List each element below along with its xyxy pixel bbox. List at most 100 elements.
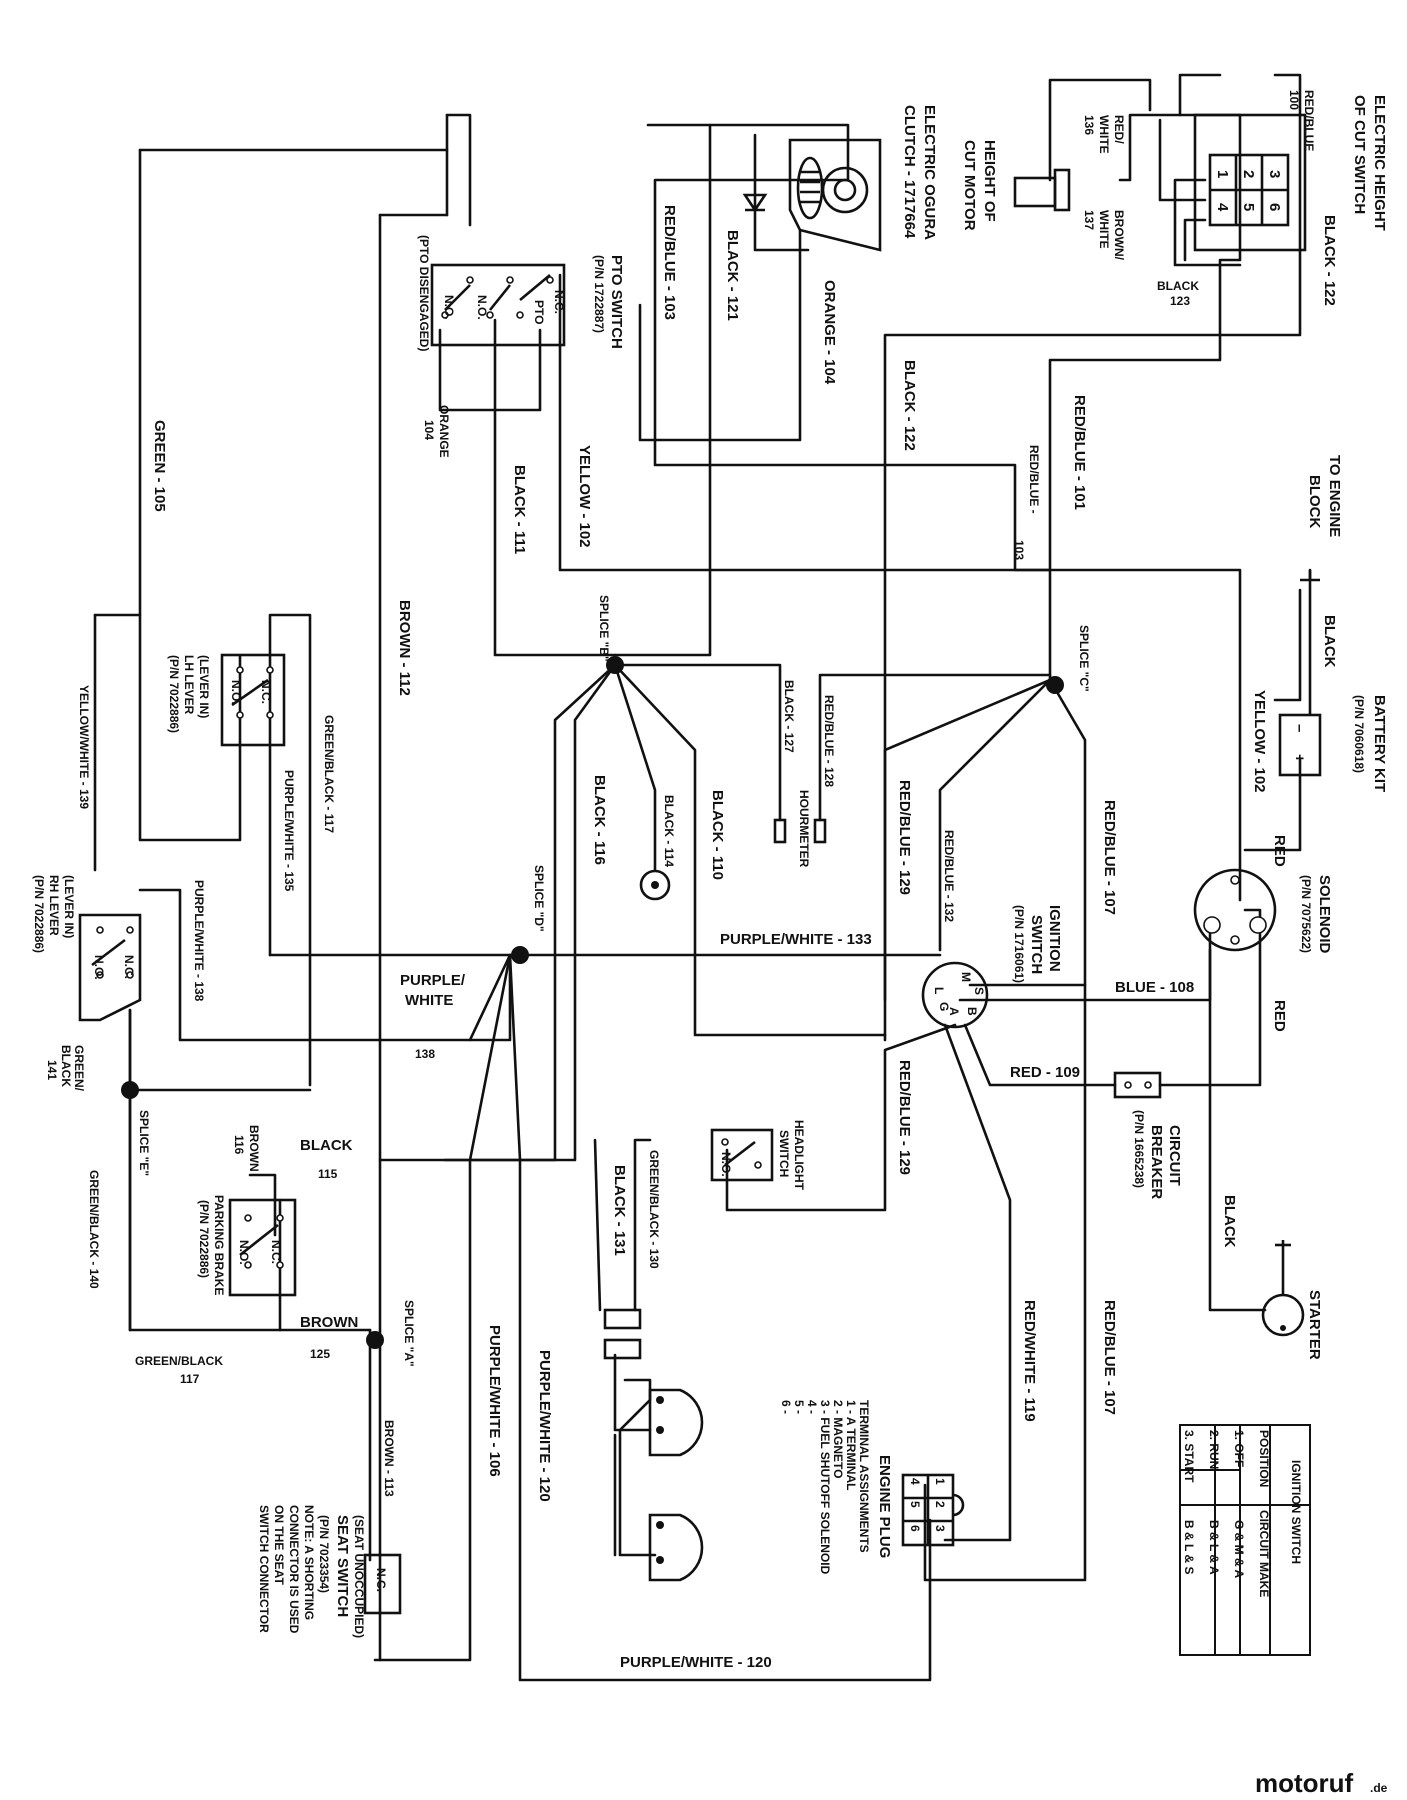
ignition-switch: M S B A G L <box>921 961 989 1029</box>
cut-switch-pin-2: 2 <box>1240 170 1257 178</box>
label-red-blue-128: RED/BLUE - 128 <box>822 695 836 787</box>
seat-nc: N.C. <box>374 1568 388 1592</box>
terminal-assign-3: 3 - FUEL SHUTOFF SOLENOID <box>818 1400 832 1575</box>
splice-d-dot <box>511 946 529 964</box>
wire-red-white-119 <box>943 1023 1012 1542</box>
solenoid-title-1: SOLENOID <box>1316 875 1333 954</box>
wire-black-127 <box>613 663 782 822</box>
battery-minus-icon: – <box>1291 724 1308 732</box>
label-green-black-117-b: GREEN/BLACK <box>135 1354 223 1368</box>
ignition-title-1: IGNITION <box>1046 905 1063 972</box>
wire-green-105 <box>138 148 242 842</box>
label-green-105: GREEN - 105 <box>151 420 168 512</box>
battery-kit-title-1: BATTERY KIT <box>1371 695 1388 792</box>
engine-plug-pin-3: 3 <box>933 1525 947 1532</box>
engine-plug-pin-1: 1 <box>933 1478 947 1485</box>
circuit-breaker-title-2: BREAKER <box>1148 1125 1165 1199</box>
label-green-black-141-b: BLACK <box>59 1045 73 1087</box>
battery-plus-icon: + <box>1291 754 1308 763</box>
label-brown-116-num: 116 <box>232 1135 246 1155</box>
wire-green-black-117 <box>128 1008 312 1092</box>
rh-lever-no: N.O. <box>92 955 106 980</box>
wire-red-blue-128 <box>818 673 1052 822</box>
splice-e-label: SPLICE "E" <box>137 1110 151 1176</box>
parking-brake-title-2: (P/N 7022886) <box>197 1200 211 1278</box>
label-black-115: BLACK <box>300 1137 353 1154</box>
label-red-blue-107-b: RED/BLUE - 107 <box>1101 1300 1118 1415</box>
splice-b-dot <box>606 656 624 674</box>
ign-table-header-position: POSITION <box>1257 1430 1271 1487</box>
wire-green-black-130 <box>633 1138 652 1312</box>
label-purple-white-138-b: PURPLE/ <box>400 972 466 989</box>
ign-table-header-circuit: CIRCUIT MAKE <box>1257 1510 1271 1597</box>
label-red-blue-129: RED/BLUE - 129 <box>896 780 913 895</box>
engine-plug-label: ENGINE PLUG <box>876 1455 893 1558</box>
ogura-clutch-title-2: CLUTCH - 1717664 <box>901 105 918 239</box>
engine-block-title-2: BLOCK <box>1306 475 1323 528</box>
ign-table-row1-pos: 1. OFF <box>1232 1430 1246 1467</box>
ignition-title-2: SWITCH <box>1028 915 1045 974</box>
engine-plug: 4 1 5 2 6 3 <box>901 1473 965 1547</box>
splice-a-label: SPLICE "A" <box>402 1300 416 1367</box>
wire-red-blue-129-b <box>725 1023 957 1212</box>
wire-red-blue-103-upper <box>753 133 810 252</box>
cut-switch-pin-5: 5 <box>1240 203 1257 211</box>
terminal-assign-4: 4 - <box>805 1400 819 1414</box>
splice-c-label: SPLICE "C" <box>1077 625 1091 692</box>
parking-brake-switch <box>228 1198 297 1297</box>
wire-red-109 <box>963 1023 1117 1087</box>
label-yellow-102: YELLOW - 102 <box>576 445 593 548</box>
ign-terminal-s: S <box>972 987 986 995</box>
seat-switch-title-3: (P/N 7023354) <box>317 1515 331 1593</box>
splice-a-dot <box>366 1331 384 1349</box>
engine-plug-pin-2: 2 <box>933 1501 947 1508</box>
seat-switch-note-4: SWITCH CONNECTOR <box>257 1505 271 1633</box>
wire-purple-white-120 <box>508 953 932 1682</box>
label-purple-white-138: PURPLE/WHITE - 138 <box>192 880 206 1002</box>
rh-lever-title-1: (LEVER IN) <box>62 875 76 938</box>
watermark-tld: .de <box>1370 1781 1388 1795</box>
diode-icon <box>742 193 768 213</box>
height-cut-switch-title-2: OF CUT SWITCH <box>1351 95 1368 214</box>
engine-block-title-1: TO ENGINE <box>1326 455 1343 537</box>
splice-c-dot <box>1046 676 1064 694</box>
ign-terminal-g: G <box>937 1002 951 1011</box>
lh-lever-nc: N.C. <box>259 680 273 704</box>
height-cut-motor-title-1: HEIGHT OF <box>981 140 998 222</box>
ignition-title-3: (P/N 1716061) <box>1012 905 1026 983</box>
wire-black-115 <box>378 663 617 1162</box>
battery: – + <box>1278 570 1322 777</box>
terminal-assign-2: 2 - MAGNETO <box>831 1400 845 1478</box>
height-cut-switch-title-1: ELECTRIC HEIGHT <box>1371 95 1388 231</box>
headlight-switch <box>710 1128 774 1182</box>
label-purple-white-106: PURPLE/WHITE - 106 <box>486 1325 503 1477</box>
rh-lever-nc: N.C. <box>122 955 136 979</box>
wire-orange-104 <box>638 228 802 442</box>
wire-cut-switch-pin4 <box>1173 178 1242 267</box>
labels: ELECTRIC HEIGHT OF CUT SWITCH RED/BLUE 1… <box>32 90 1388 1671</box>
label-black-116: BLACK - 116 <box>591 775 608 865</box>
headlight-switch-title-1: HEADLIGHT <box>792 1120 806 1191</box>
label-black-122-b: BLACK - 122 <box>901 360 918 451</box>
label-purple-white-138-num: 138 <box>415 1047 435 1061</box>
solenoid <box>1193 868 1277 952</box>
wire-black-starter <box>1208 928 1267 1312</box>
label-orange-104: ORANGE - 104 <box>821 280 838 385</box>
pto-no-1: N.O. <box>442 295 456 320</box>
circuit-breaker-title-3: (P/N 1665238) <box>1132 1110 1146 1188</box>
label-black-123-num: 123 <box>1170 294 1190 308</box>
ign-terminal-m: M <box>959 972 973 982</box>
wire-black-111 <box>493 318 617 657</box>
label-red-blue-101: RED/BLUE - 101 <box>1071 395 1088 510</box>
engine-plug-pin-5: 5 <box>908 1501 922 1508</box>
engine-plug-pin-6: 6 <box>908 1525 922 1532</box>
lh-lever-title-3: (P/N 7022886) <box>167 655 181 733</box>
wire-red-blue-129 <box>883 678 1052 1002</box>
height-cut-switch: 1 2 3 4 5 6 <box>1193 113 1307 252</box>
rh-lever-title-2: RH LEVER <box>47 875 61 936</box>
label-yellow-white-139: YELLOW/WHITE - 139 <box>77 685 91 809</box>
wire-brown-116 <box>248 1173 277 1237</box>
label-red-a: RED <box>1271 835 1288 867</box>
wire-lights-b <box>618 1378 657 1557</box>
label-red-white-136-b: WHITE <box>1097 115 1111 154</box>
